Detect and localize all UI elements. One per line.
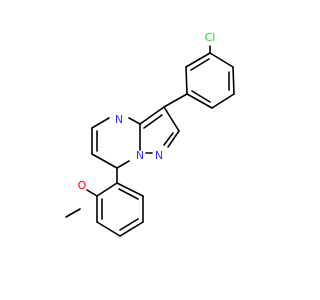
molecule-diagram: Cl N N N O: [65, 31, 235, 237]
bond: [209, 52, 234, 68]
bond: [119, 221, 144, 237]
bond: [186, 93, 213, 109]
bond: [167, 130, 180, 148]
bond: [185, 66, 188, 95]
nitrogen-label-pyrimidine: N: [115, 113, 123, 126]
bond: [163, 132, 174, 146]
bond: [211, 93, 235, 109]
bond: [96, 182, 118, 197]
bond: [116, 160, 130, 169]
bond: [191, 90, 211, 103]
bond: [232, 66, 235, 95]
bond: [139, 106, 165, 125]
bond: [119, 218, 139, 231]
bond: [91, 117, 110, 129]
bond: [163, 106, 180, 132]
bond: [143, 114, 163, 129]
chlorophenyl-ring: [185, 45, 235, 109]
pyrimidine-ring: [91, 117, 141, 184]
bond: [185, 52, 211, 68]
bond: [118, 188, 139, 200]
bond: [128, 117, 141, 125]
nitrogen-label-bridgehead: N: [136, 149, 144, 162]
nitrogen-label-pyrazole: N: [155, 149, 163, 162]
pyrazole-ring: [139, 106, 180, 154]
chlorine-label: Cl: [205, 31, 216, 44]
bond: [190, 58, 210, 71]
oxygen-label: O: [78, 179, 87, 192]
bond-to-oxygen: [86, 189, 98, 197]
bond: [116, 182, 144, 197]
methoxyphenyl-ring: [65, 182, 144, 237]
bond: [163, 93, 188, 108]
bond: [96, 221, 121, 237]
bond-methyl: [65, 208, 81, 218]
bond: [91, 153, 118, 169]
